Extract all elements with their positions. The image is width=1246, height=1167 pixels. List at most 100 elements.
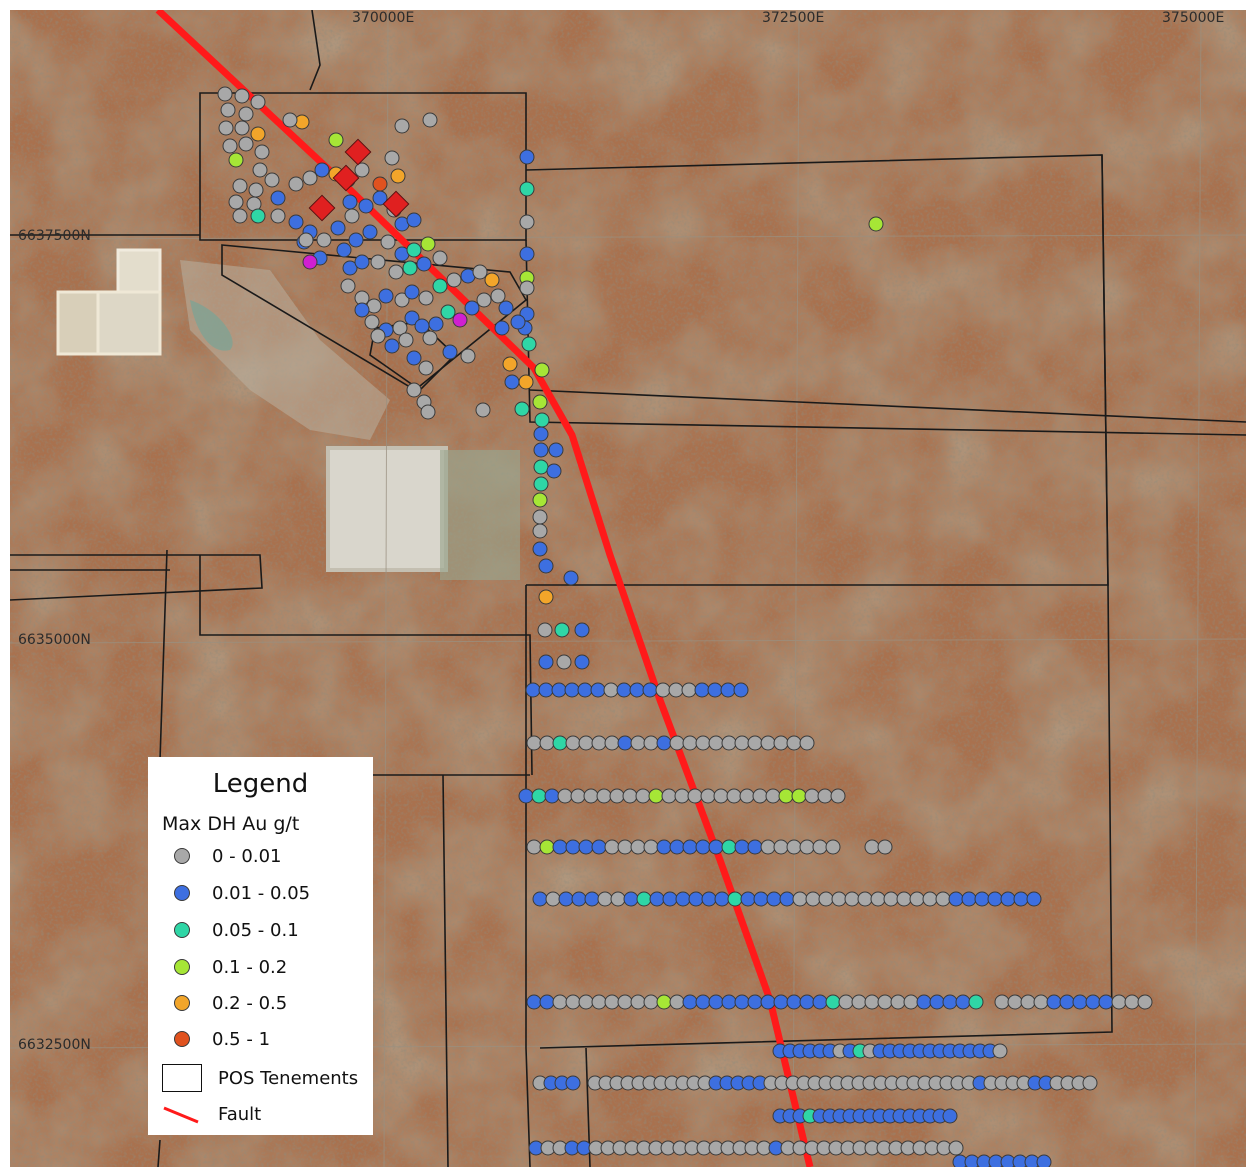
drill-hole-329 [548,442,564,458]
drill-hole-18 [526,735,542,751]
high-grade-marker-454 [332,164,360,192]
drill-hole-327 [534,412,550,428]
drill-hole-401 [362,224,378,240]
drill-hole-111 [792,891,808,907]
grid-label-northing-1: 6637500N [18,228,91,244]
grid-label-northing-2: 6635000N [18,632,91,648]
drill-hole-103 [688,891,704,907]
drill-hole-78 [695,839,711,855]
drill-hole-157 [877,994,893,1010]
drill-hole-55 [713,788,729,804]
legend-row-fault: Fault [162,1099,261,1129]
legend-swatch-lime-circle-icon [174,959,190,975]
grid-label-easting-1: 370000E [352,10,415,26]
drill-hole-133 [565,994,581,1010]
drill-hole-75 [656,839,672,855]
drill-hole-367 [232,208,248,224]
drill-hole-438 [370,328,386,344]
drill-hole-47 [609,788,625,804]
drill-hole-139 [643,994,659,1010]
drill-hole-130 [526,994,542,1010]
map-frame[interactable]: 370000E 372500E 375000E 6637500N 6635000… [10,10,1246,1167]
drill-hole-346 [574,654,590,670]
drill-hole-46 [596,788,612,804]
drill-hole-39 [799,735,815,751]
drill-hole-140 [656,994,672,1010]
drill-hole-137 [617,994,633,1010]
drill-hole-361 [252,162,268,178]
drill-hole-21 [565,735,581,751]
drill-hole-110 [779,891,795,907]
drill-hole-349 [217,86,233,102]
legend-label: 0.1 - 0.2 [212,956,288,978]
drill-hole-437 [498,300,514,316]
drill-hole-429 [404,310,420,326]
drill-hole-343 [574,622,590,638]
drill-hole-141 [669,994,685,1010]
drill-hole-45 [583,788,599,804]
drill-hole-442 [442,344,458,360]
drill-hole-119 [896,891,912,907]
drill-hole-173 [1098,994,1114,1010]
drill-hole-43 [557,788,573,804]
drill-hole-129 [1026,891,1042,907]
drill-hole-33 [721,735,737,751]
drill-hole-23 [591,735,607,751]
drill-hole-449 [406,350,422,366]
tailings-green [190,300,233,351]
drill-hole-389 [330,220,346,236]
drill-hole-41 [531,788,547,804]
drill-hole-142 [682,994,698,1010]
legend-swatch-gray-circle-icon [174,848,190,864]
drill-hole-168 [1033,994,1049,1010]
drill-hole-11 [655,682,671,698]
drill-hole-131 [539,994,555,1010]
drill-hole-405 [420,236,436,252]
legend-swatch-teal-circle-icon [174,922,190,938]
drill-hole-118 [883,891,899,907]
drill-hole-172 [1085,994,1101,1010]
drill-hole-432 [440,304,456,320]
drill-hole-386 [288,214,304,230]
drill-hole-143 [695,994,711,1010]
drill-hole-71 [604,839,620,855]
drill-hole-50 [648,788,664,804]
map-canvas[interactable] [10,10,1246,1167]
drill-hole-203 [565,1075,581,1091]
drill-hole-107 [740,891,756,907]
drill-hole-338 [538,558,554,574]
drill-hole-31 [695,735,711,751]
drill-hole-72 [617,839,633,855]
drill-hole-85 [786,839,802,855]
drill-hole-79 [708,839,724,855]
drill-hole-100 [649,891,665,907]
drill-hole-358 [222,138,238,154]
drill-hole-436 [490,288,506,304]
drill-hole-124 [961,891,977,907]
drill-hole-82 [747,839,763,855]
drill-hole-384 [394,118,410,134]
drill-hole-342 [554,622,570,638]
drill-hole-146 [734,994,750,1010]
drill-hole-163 [955,994,971,1010]
tenement-square-icon [162,1064,202,1092]
drill-hole-17 [733,682,749,698]
drill-hole-434 [464,300,480,316]
drill-hole-388 [316,232,332,248]
drill-hole-165 [994,994,1010,1010]
drill-hole-402 [380,234,396,250]
drill-hole-113 [818,891,834,907]
drill-hole-65 [526,839,542,855]
drill-hole-161 [929,994,945,1010]
drill-hole-169 [1046,994,1062,1010]
drill-hole-58 [752,788,768,804]
drill-hole-428 [392,320,408,336]
drill-hole-94 [571,891,587,907]
drill-hole-425 [354,302,370,318]
drill-hole-144 [708,994,724,1010]
drill-hole-379 [354,162,370,178]
drill-hole-73 [630,839,646,855]
legend-row-class-1: 0 - 0.01 [162,841,281,871]
drill-hole-12 [668,682,684,698]
drill-hole-155 [851,994,867,1010]
